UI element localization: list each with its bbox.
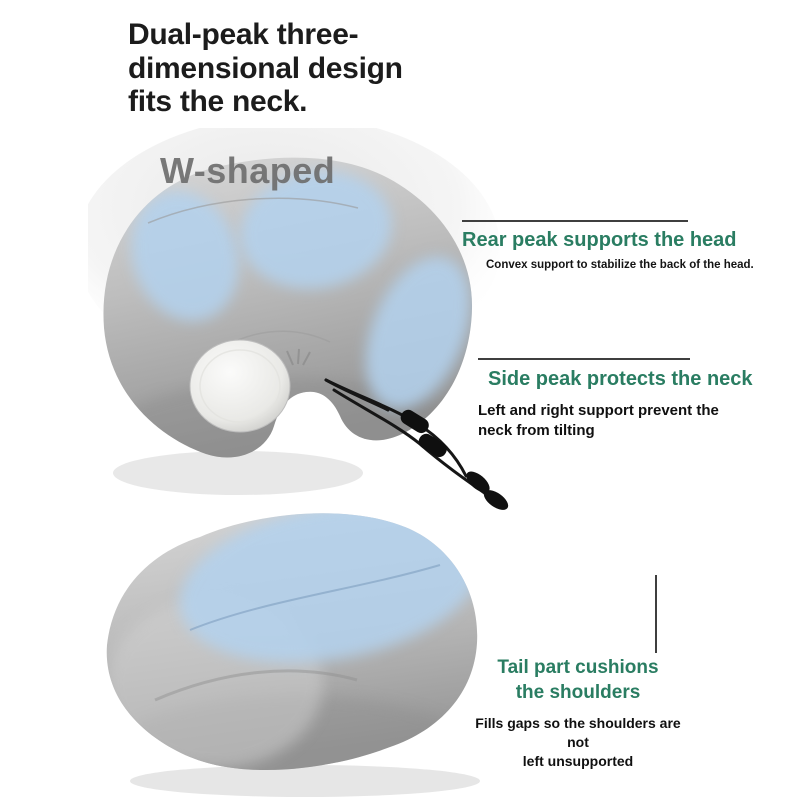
highlight-left-peak [131,191,239,321]
highlight-tail-surface [179,513,478,663]
seam-line-top [147,197,359,224]
pump-disc [189,339,291,433]
neck-pillow-bottom-illustration [106,513,480,797]
tail-title-line-2: the shoulders [515,681,641,703]
tail-subtitle-line-2: left unsupported [522,753,634,770]
leader-line-rear-peak [462,220,688,222]
annotation-rear-peak: Rear peak supports the head Convex suppo… [462,220,754,271]
cord-tip-2 [483,490,509,510]
shading-bottom [103,378,473,458]
pillow-photo-bottom [95,495,495,800]
tail-subtitle-line-1: Fills gaps so the shoulders are not [475,715,681,751]
pillow-photo-top [76,116,528,518]
highlight-rear-peak [240,171,392,289]
page-title-line-3: fits the neck. [128,85,308,119]
cord-tip-1 [466,471,490,493]
tail-subtitle: Fills gaps so the shoulders are not left… [468,714,688,771]
page-title: Dual-peak three- dimensional design fits… [128,18,403,119]
side-peak-subtitle-line-1: Left and right support prevent the [478,402,719,419]
annotation-tail: Tail part cushions the shoulders Fills g… [468,656,688,771]
annotation-side-peak: Side peak protects the neck Left and rig… [478,358,753,442]
cord-lock-1 [400,409,429,434]
seam-line-tail [189,564,441,631]
side-peak-subtitle-line-2: neck from tilting [478,422,595,440]
side-peak-title: Side peak protects the neck [488,368,753,390]
side-peak-subtitle: Left and right support prevent the neck … [478,401,753,442]
rear-peak-title: Rear peak supports the head [462,229,737,251]
w-shaped-label: W-shaped [160,150,336,191]
tail-title: Tail part cushions the shoulders [468,656,688,705]
page-title-line-2: dimensional design [128,51,403,85]
leader-line-tail [655,575,657,653]
cord-lock-2 [418,433,447,458]
pillow-shadow [130,765,480,797]
rear-peak-subtitle: Convex support to stabilize the back of … [486,259,754,271]
neck-pillow-top-illustration [76,116,509,510]
seam-line-middle [237,330,331,343]
tail-title-line-1: Tail part cushions [497,657,659,678]
leader-line-side-peak [478,358,690,360]
pillow-shadow [113,451,363,495]
stitch-mark [286,348,311,366]
crease-line [154,669,358,702]
highlight-side-peak [365,256,471,410]
pump-disc-inner [199,349,281,423]
page-title-line-1: Dual-peak three- [128,18,359,51]
